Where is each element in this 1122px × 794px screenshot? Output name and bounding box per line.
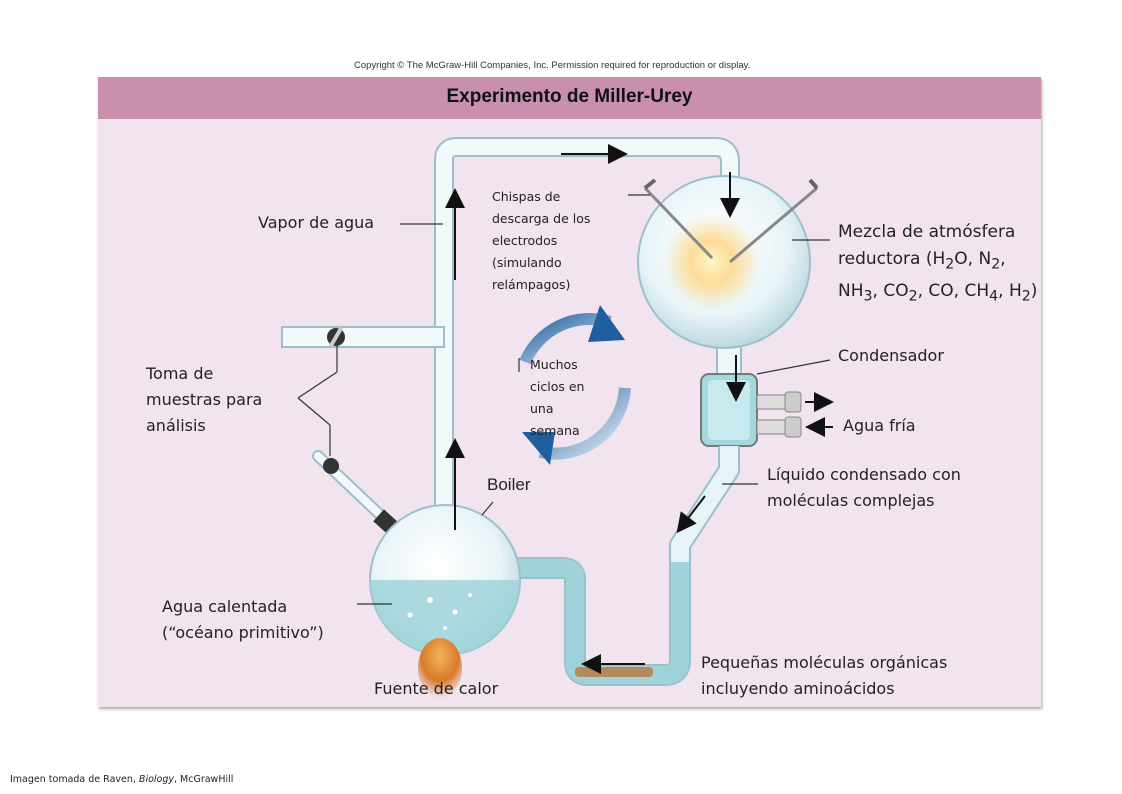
label-condensador: Condensador — [838, 346, 944, 365]
flow-arrows — [445, 144, 834, 674]
label-chispas-line: Chispas de — [492, 189, 561, 204]
label-chispas: Chispas de descarga de los electrodos (s… — [492, 186, 590, 296]
label-muchos-line: una — [530, 401, 554, 416]
label-toma-line: muestras para — [146, 390, 263, 409]
vapor-tube — [281, 137, 740, 515]
label-liquido-line: moléculas complejas — [767, 491, 935, 510]
label-mezcla-line: NH3, CO2, CO, CH4, H2) — [838, 281, 1038, 305]
label-vapor: Vapor de agua — [258, 213, 375, 232]
sampling-tube-bottom — [312, 450, 400, 535]
label-fuente-calor: Fuente de calor — [374, 679, 499, 698]
spark-flask — [637, 175, 811, 375]
title-bar — [98, 77, 1041, 119]
label-toma-line: análisis — [146, 416, 206, 435]
label-agua-calentada-line: (“océano primitivo”) — [162, 623, 324, 642]
label-liquido: Líquido condensado con moléculas complej… — [767, 462, 961, 514]
boiler-flask — [369, 504, 521, 656]
label-pequenas-moleculas: Pequeñas moléculas orgánicas incluyendo … — [701, 650, 947, 702]
label-muchos-line: ciclos en — [530, 379, 585, 394]
electrodes — [643, 178, 819, 264]
label-pequenas-line: Pequeñas moléculas orgánicas — [701, 653, 948, 672]
image-credit: Imagen tomada de Raven, Biology, McGrawH… — [10, 774, 234, 785]
label-pequenas-line: incluyendo aminoácidos — [701, 679, 895, 698]
label-agua-calentada: Agua calentada (“océano primitivo”) — [162, 594, 324, 646]
label-agua-calentada-line: Agua calentada — [162, 597, 288, 616]
label-chispas-line: relámpagos) — [492, 277, 571, 292]
label-liquido-line: Líquido condensado con — [767, 465, 961, 484]
label-toma-line: Toma de — [146, 364, 214, 383]
label-agua-fria: Agua fría — [843, 416, 916, 435]
label-muchos-line: semana — [530, 423, 580, 438]
copyright-notice: Copyright © The McGraw-Hill Companies, I… — [354, 60, 751, 71]
label-mezcla: Mezcla de atmósfera reductora (H2O, N2, … — [838, 219, 1037, 311]
label-toma-muestras: Toma de muestras para análisis — [146, 361, 262, 439]
return-tube — [515, 446, 740, 686]
label-muchos-ciclos: Muchos ciclos en una semana — [530, 354, 584, 442]
condenser — [700, 373, 802, 447]
diagram-title: Experimento de Miller-Urey — [446, 86, 693, 107]
label-muchos-line: Muchos — [530, 357, 578, 372]
label-chispas-line: electrodos — [492, 233, 558, 248]
cycle-arrow — [519, 305, 631, 465]
label-chispas-line: descarga de los — [492, 211, 591, 226]
leader-lines — [297, 194, 831, 605]
stopcock-top — [327, 326, 345, 348]
label-boiler: Boiler — [487, 475, 531, 494]
label-chispas-line: (simulando — [492, 255, 562, 270]
label-mezcla-line: Mezcla de atmósfera — [838, 222, 1016, 242]
label-mezcla-line: reductora (H2O, N2, — [838, 249, 1006, 273]
heat-flame — [418, 638, 462, 698]
